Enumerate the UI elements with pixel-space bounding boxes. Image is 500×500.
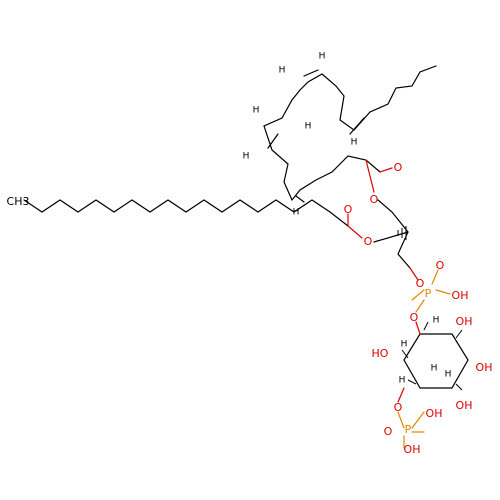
arachidonoyl-chain <box>263 65 437 202</box>
heteroatom-bonds <box>347 159 451 449</box>
atom-oh-phosphate-2: OH <box>426 407 443 420</box>
atom-o-ester-2: O <box>364 235 373 248</box>
atom-h-2: H <box>243 152 250 162</box>
double-bond-3 <box>303 69 319 77</box>
stereo-hashes <box>397 226 463 391</box>
atom-labels: CH3 O O O O O O P OH O OH HO OH OH O P O… <box>7 52 493 457</box>
atom-p-2: P <box>405 423 412 436</box>
inositol-ring <box>403 333 469 389</box>
atom-h-12: H <box>399 376 406 386</box>
atom-h-1: H <box>293 208 300 218</box>
atom-ch3: CH3 <box>7 195 30 208</box>
double-bond-2 <box>267 133 279 149</box>
atom-oh-ring-1: OH <box>456 315 473 328</box>
atom-h-8: H <box>433 316 440 326</box>
atom-oh-phosphate-1: OH <box>452 289 469 302</box>
atom-h-4: H <box>279 66 286 76</box>
atom-o-phosphate-1: O <box>416 277 425 290</box>
atom-h-5: H <box>319 52 326 62</box>
double-bond-4 <box>349 117 365 135</box>
atom-oh-phosphate-3: OH <box>404 443 421 456</box>
atom-h-6: H <box>305 122 312 132</box>
atom-o-ring-link-1: O <box>410 311 419 324</box>
atom-h-9: H <box>401 340 408 350</box>
atom-o-carbonyl-2: O <box>344 203 353 216</box>
palmitoyl-chain <box>23 199 349 227</box>
atom-p-1: P <box>425 287 432 300</box>
atom-h-7: H <box>351 138 358 148</box>
atom-o-phosphate-2: O <box>436 259 445 272</box>
double-bond-1 <box>295 195 305 203</box>
glycerol-backbone <box>377 199 411 269</box>
atom-o-ester-1: O <box>370 193 379 206</box>
atom-o-ring-link-2: O <box>394 401 403 414</box>
atom-o-phosphate-3: O <box>384 425 393 438</box>
carbon-bonds <box>23 65 469 391</box>
atom-o-carbonyl-1: O <box>394 161 403 174</box>
atom-h-10: H <box>431 364 438 374</box>
atom-oh-ring-4: OH <box>456 399 473 412</box>
atom-h-3: H <box>253 106 260 116</box>
atom-oh-ring-3: OH <box>476 361 493 374</box>
glycerol-sn2-bond <box>373 231 409 243</box>
atom-ho-ring-2: HO <box>372 347 389 360</box>
atom-h-11: H <box>445 370 452 380</box>
